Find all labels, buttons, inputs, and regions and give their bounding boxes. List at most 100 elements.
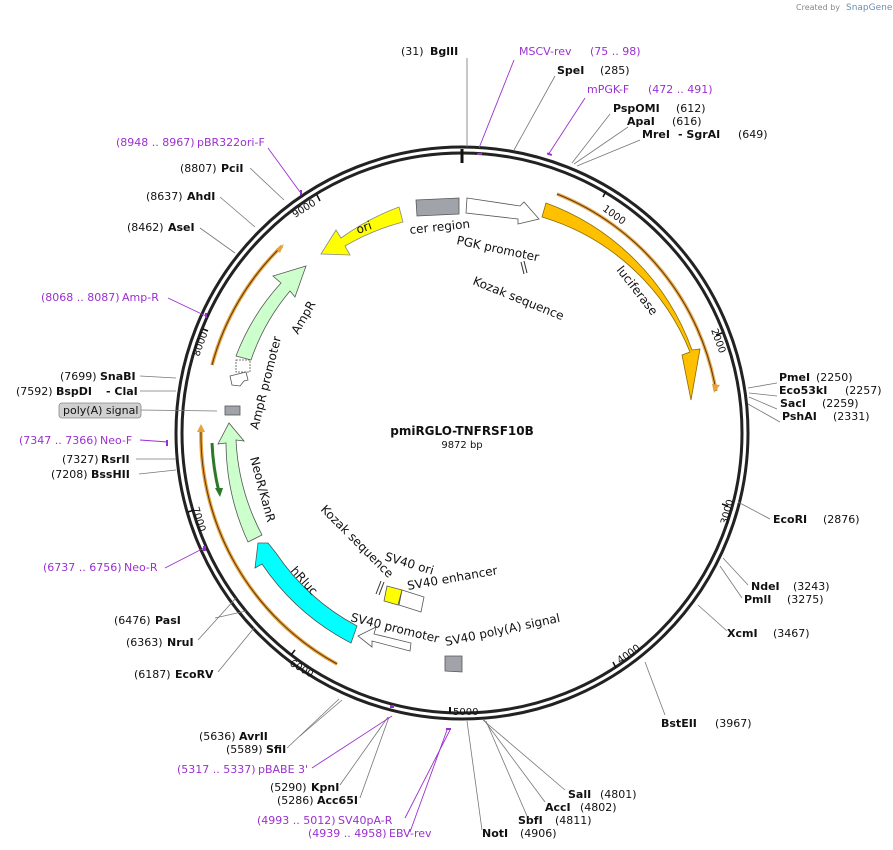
kozak-top-mark-1 bbox=[520, 261, 525, 275]
sv40-enhancer-feature[interactable] bbox=[398, 589, 425, 613]
ori-label: ori bbox=[354, 218, 373, 236]
primer-neo-r[interactable]: Neo-R bbox=[124, 561, 158, 574]
site-pos-spei: (285) bbox=[600, 64, 630, 77]
backbone-outer bbox=[174, 145, 750, 721]
site-pos-bglii: (31) bbox=[401, 45, 424, 58]
primer-range-mscv-rev: (75 .. 98) bbox=[590, 45, 641, 58]
site-pcii[interactable]: PciI bbox=[221, 162, 243, 175]
features bbox=[217, 197, 701, 673]
primer-range-pbr322ori-f: (8948 .. 8967) bbox=[116, 136, 195, 149]
site-sali[interactable]: SalI bbox=[568, 788, 591, 801]
site-pos-bsshii: (7208) bbox=[51, 468, 88, 481]
primer-range-ebv-rev: (4939 .. 4958) bbox=[308, 827, 387, 840]
primer-mscv-rev[interactable]: MSCV-rev bbox=[519, 45, 572, 58]
orf-neo bbox=[210, 442, 221, 493]
site-bsshii[interactable]: BssHII bbox=[91, 468, 130, 481]
site-pspomi[interactable]: PspOMI bbox=[613, 102, 660, 115]
sv40-ori-feature[interactable] bbox=[383, 585, 403, 606]
kozak-bottom-mark-1 bbox=[375, 580, 382, 595]
primer-mpgk-f[interactable]: mPGK-F bbox=[587, 83, 629, 96]
site-sgrai[interactable]: - SgrAI bbox=[678, 128, 720, 141]
site-acc65i[interactable]: Acc65I bbox=[317, 794, 358, 807]
site-pos-ndei: (3243) bbox=[793, 580, 830, 593]
primer-ebv-rev[interactable]: EBV-rev bbox=[389, 827, 432, 840]
site-rsrii[interactable]: RsrII bbox=[101, 453, 130, 466]
pgk-promoter-feature[interactable] bbox=[465, 197, 540, 225]
primer-range-mpgk-f: (472 .. 491) bbox=[648, 83, 713, 96]
orf-luciferase-head bbox=[712, 384, 720, 393]
site-avrii[interactable]: AvrII bbox=[239, 730, 268, 743]
site-nrui[interactable]: NruI bbox=[167, 636, 194, 649]
site-ecorv[interactable]: EcoRV bbox=[175, 668, 214, 681]
site-asei[interactable]: AseI bbox=[168, 221, 195, 234]
site-apai[interactable]: ApaI bbox=[627, 115, 655, 128]
primer-pbr322ori-f[interactable]: pBR322ori-F bbox=[197, 136, 265, 149]
sv40-polya-feature[interactable] bbox=[444, 655, 463, 673]
tick-4000 bbox=[612, 661, 617, 669]
site-pshai[interactable]: PshAI bbox=[782, 410, 817, 423]
tick-9000 bbox=[316, 194, 321, 202]
sv40-promoter-feature[interactable] bbox=[357, 626, 412, 652]
tick-3000 bbox=[721, 503, 729, 507]
site-saci[interactable]: SacI bbox=[780, 397, 806, 410]
site-pmei[interactable]: PmeI bbox=[779, 371, 810, 384]
orf-arrows bbox=[199, 192, 718, 666]
site-leader-lines bbox=[136, 58, 781, 831]
primer-range-sv40pa-r: (4993 .. 5012) bbox=[257, 814, 336, 827]
site-noti[interactable]: NotI bbox=[482, 827, 508, 840]
site-pos-sbfi: (4811) bbox=[555, 814, 592, 827]
primer-neo-f[interactable]: Neo-F bbox=[100, 434, 132, 447]
primer-range-neo-r: (6737 .. 6756) bbox=[43, 561, 122, 574]
primer-pbabe[interactable]: pBABE 3' bbox=[258, 763, 308, 776]
polya-signal-callout[interactable]: poly(A) signal bbox=[58, 402, 218, 419]
site-eco53ki[interactable]: Eco53kI bbox=[779, 384, 827, 397]
primer-sv40pa-r[interactable]: SV40pA-R bbox=[338, 814, 393, 827]
cer-region-label: cer region bbox=[409, 217, 471, 237]
primer-range-amp-r: (8068 .. 8087) bbox=[41, 291, 120, 304]
site-sbfi[interactable]: SbfI bbox=[518, 814, 543, 827]
primer-amp-r[interactable]: Amp-R bbox=[122, 291, 159, 304]
site-pos-avrii: (5636) bbox=[199, 730, 236, 743]
orf-luciferase-core bbox=[556, 193, 717, 392]
site-pos-sfii: (5589) bbox=[226, 743, 263, 756]
site-xcmi[interactable]: XcmI bbox=[727, 627, 758, 640]
site-pos-acc65i: (5286) bbox=[277, 794, 314, 807]
site-bsteii[interactable]: BstEII bbox=[661, 717, 697, 730]
site-pos-acci: (4802) bbox=[580, 801, 617, 814]
site-bglii[interactable]: BglII bbox=[430, 45, 458, 58]
site-pmli[interactable]: PmlI bbox=[744, 593, 771, 606]
site-pos-noti: (4906) bbox=[520, 827, 557, 840]
site-kpni[interactable]: KpnI bbox=[311, 781, 339, 794]
site-ahdi[interactable]: AhdI bbox=[187, 190, 215, 203]
tick-1000 bbox=[602, 190, 607, 198]
site-pos-nrui: (6363) bbox=[126, 636, 163, 649]
site-clai[interactable]: - ClaI bbox=[106, 385, 138, 398]
site-bspdi[interactable]: BspDI bbox=[56, 385, 92, 398]
site-sfii[interactable]: SfiI bbox=[266, 743, 286, 756]
site-pos-snabi: (7699) bbox=[60, 370, 97, 383]
site-ecori[interactable]: EcoRI bbox=[773, 513, 807, 526]
tick-label-5000: 5000 bbox=[453, 707, 478, 718]
site-snabi[interactable]: SnaBI bbox=[100, 370, 136, 383]
ampr-feature[interactable] bbox=[235, 265, 307, 361]
cer-region-feature[interactable] bbox=[415, 197, 460, 217]
site-spei[interactable]: SpeI bbox=[557, 64, 584, 77]
luciferase-feature[interactable] bbox=[541, 202, 701, 401]
ampr-promoter-feature[interactable] bbox=[229, 371, 249, 387]
site-pasi[interactable]: PasI bbox=[155, 614, 181, 627]
site-pos-sali: (4801) bbox=[600, 788, 637, 801]
site-acci[interactable]: AccI bbox=[545, 801, 571, 814]
ori-feature[interactable] bbox=[320, 206, 404, 256]
polya-signal-box bbox=[58, 402, 142, 419]
site-pos-kpni: (5290) bbox=[270, 781, 307, 794]
site-ndei[interactable]: NdeI bbox=[751, 580, 780, 593]
polya-leader bbox=[140, 409, 218, 412]
hrluc-feature[interactable] bbox=[254, 542, 358, 644]
site-mrei[interactable]: MreI bbox=[642, 128, 670, 141]
polya-signal-label: poly(A) signal bbox=[63, 404, 138, 417]
plasmid-name: pmiRGLO-TNFRSF10B bbox=[390, 424, 534, 438]
polya-small-feature[interactable] bbox=[224, 405, 241, 416]
neor-kanr-feature[interactable] bbox=[217, 422, 263, 543]
sv40-polya-label: SV40 poly(A) signal bbox=[444, 611, 562, 649]
